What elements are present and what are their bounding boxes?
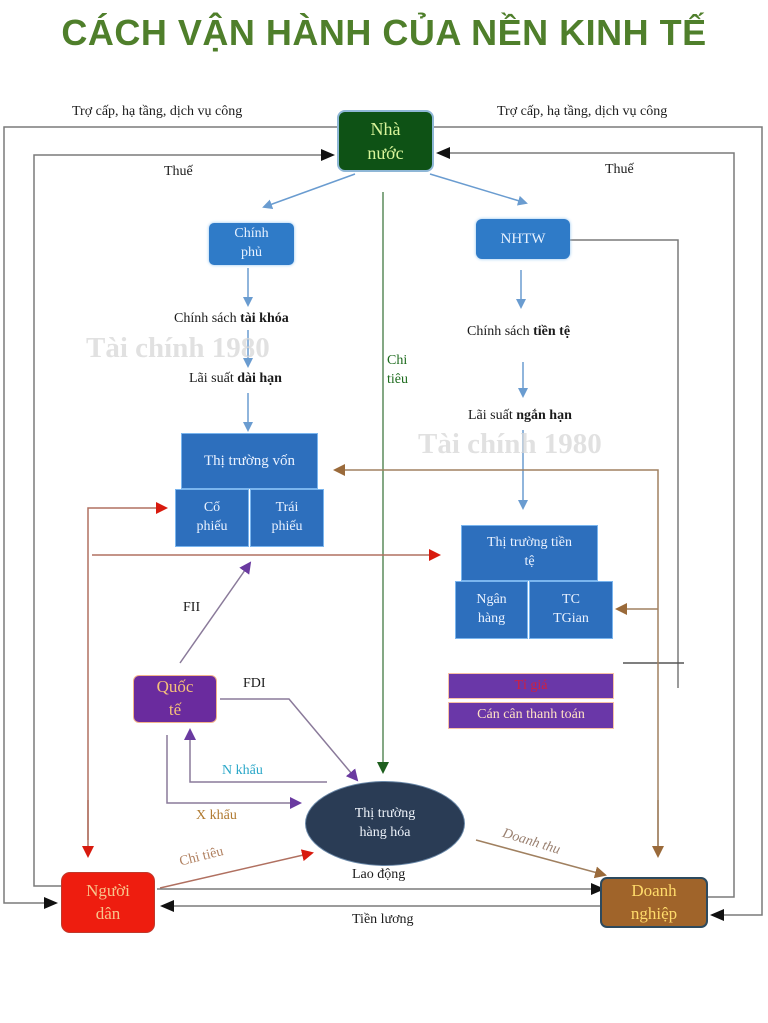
arrow-nha-nuoc-chinh-phu — [262, 173, 356, 209]
arrow-nguoi-dan-co-phieu — [87, 502, 168, 840]
label-fdi: FDI — [243, 676, 266, 691]
node-can-can-thanh-toan: Cán cân thanh toán — [448, 702, 614, 729]
label-chinh-sach-tai-khoa: Chính sách tài khóa — [174, 311, 289, 326]
watermark: Tài chính 1980 — [418, 428, 602, 460]
label-x-khau: X khẩu — [196, 808, 237, 823]
diagram-title: CÁCH VẬN HÀNH CỦA NỀN KINH TẾ — [61, 12, 707, 53]
arrow-tro-cap-left — [3, 126, 337, 909]
label-fii: FII — [183, 600, 201, 615]
arrow-fii — [179, 561, 252, 664]
label-tien-luong: Tiền lương — [352, 912, 414, 927]
label-tro-cap-right: Trợ cấp, hạ tầng, dịch vụ công — [497, 104, 668, 119]
watermark: Tài chính 1980 — [86, 332, 270, 364]
node-ti-gia: Tỉ giá — [448, 673, 614, 699]
label-chinh-sach-tien-te: Chính sách tiền tệ — [467, 324, 571, 339]
label-lai-suat-ngan-han: Lãi suất ngắn hạn — [468, 408, 572, 423]
arrow-nha-nuoc-nhtw — [429, 173, 528, 206]
arrow-chi-tieu-household — [159, 849, 314, 889]
arrow-dn-thi-truong-von — [333, 464, 659, 855]
arrow-thue-right — [436, 147, 735, 898]
label-lai-suat-dai-han: Lãi suất dài hạn — [189, 371, 282, 386]
node-nhtw: NHTW — [476, 219, 570, 259]
label-thue-right: Thuế — [605, 162, 634, 177]
label-n-khau: N khẩu — [222, 763, 263, 778]
arrow-n-khau — [184, 728, 327, 783]
arrow-doanh-thu — [475, 839, 607, 879]
label-lao-dong: Lao động — [352, 867, 406, 882]
arrow-fdi — [220, 698, 359, 782]
arrow-thue-left — [33, 149, 335, 887]
node-thi-truong-von: Thị trường vốn — [181, 433, 318, 489]
arrow-x-khau — [166, 735, 302, 809]
label-thue-left: Thuế — [164, 164, 193, 179]
label-tro-cap-left: Trợ cấp, hạ tầng, dịch vụ công — [72, 104, 243, 119]
arrow-tro-cap-right — [434, 126, 763, 921]
